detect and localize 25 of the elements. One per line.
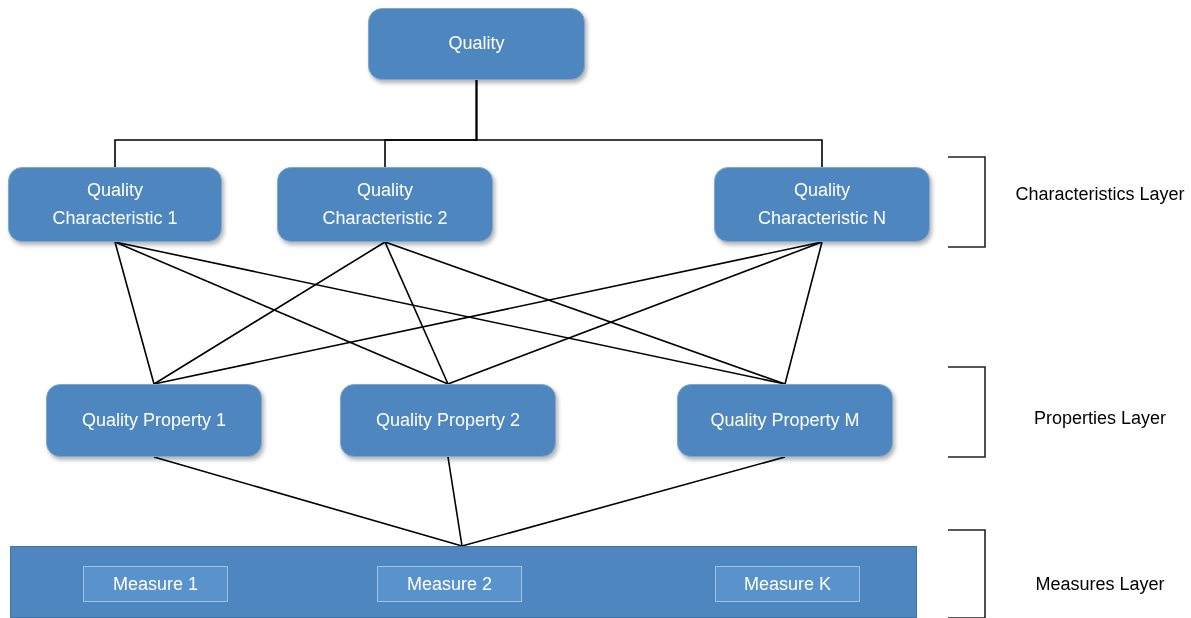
- quality-box: Quality Characteristic 1: [8, 167, 222, 242]
- connector-line: [447, 456, 463, 547]
- connector-line: [384, 241, 449, 385]
- quality-box: Quality Property 2: [340, 384, 556, 457]
- connector-line: [153, 456, 463, 547]
- measure-box: Measure 2: [377, 566, 522, 602]
- quality-box: Quality Characteristic 2: [277, 167, 493, 242]
- layer-label: Characteristics Layer: [1014, 183, 1186, 206]
- quality-box: Quality Property 1: [46, 384, 262, 457]
- connector-line: [114, 241, 449, 385]
- layer-label: Properties Layer: [1032, 407, 1168, 430]
- quality-box: Quality Property M: [677, 384, 893, 457]
- connector-line: [447, 241, 823, 385]
- connector-line: [475, 79, 823, 168]
- connector-line: [153, 241, 386, 385]
- quality-box: Quality: [368, 8, 585, 80]
- measure-box: Measure 1: [83, 566, 228, 602]
- layer-label: Measures Layer: [1034, 573, 1166, 596]
- connector-line: [114, 241, 155, 385]
- connector-line: [384, 241, 786, 385]
- connector-line: [461, 456, 786, 547]
- connector-line: [784, 241, 823, 385]
- measure-box: Measure K: [715, 566, 860, 602]
- quality-box: Quality Characteristic N: [714, 167, 930, 242]
- measures-band: [10, 546, 917, 618]
